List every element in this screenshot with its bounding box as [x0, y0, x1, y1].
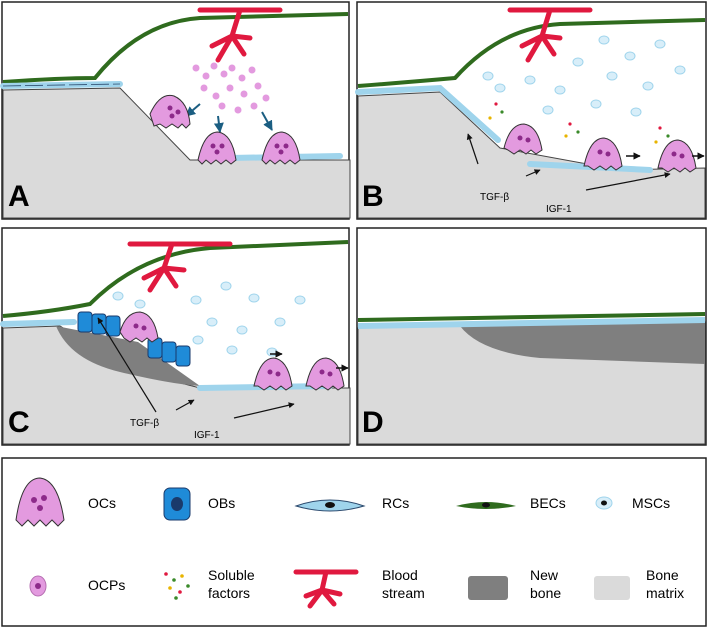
- legend-label-new: New: [530, 567, 559, 583]
- soluble-factors: [488, 102, 670, 144]
- tgf-beta-label: TGF-β: [480, 192, 509, 203]
- legend-label-stream: stream: [382, 585, 425, 601]
- osteoclast-icon: [15, 477, 65, 527]
- legend-label-rcs: RCs: [382, 495, 409, 511]
- osteoclast: [261, 131, 301, 165]
- bone-matrix-swatch: [594, 576, 630, 600]
- legend-label-ocs: OCs: [88, 495, 116, 511]
- legend-label-bone-2: Bone: [646, 567, 679, 583]
- legend-label-ocps: OCPs: [88, 577, 125, 593]
- panel-d: D: [356, 227, 707, 446]
- panel-letter: A: [8, 180, 30, 213]
- panel-letter: C: [8, 406, 30, 439]
- osteoclast: [197, 131, 237, 165]
- new-bone-swatch: [468, 576, 508, 600]
- reversal-cell-icon: [294, 499, 366, 512]
- legend-label-factors: factors: [208, 585, 250, 601]
- osteoclast: [253, 357, 293, 391]
- ocp-icon: [29, 575, 47, 597]
- panel-c: TGF-β IGF-1 C: [0, 227, 351, 446]
- blood-vessel: [197, 7, 283, 63]
- msc-cluster: [482, 35, 686, 117]
- legend-label-mscs: MSCs: [632, 495, 670, 511]
- panel-b: TGF-β IGF-1 B: [355, 1, 707, 220]
- ocp-cluster: [192, 62, 270, 114]
- new-bone-region: [56, 326, 200, 386]
- blood-vessel-icon: [293, 569, 359, 609]
- panel-letter: B: [362, 180, 384, 213]
- osteoclast: [583, 137, 623, 171]
- legend-label-obs: OBs: [208, 495, 235, 511]
- panel-a: A: [0, 1, 351, 220]
- legend-label-blood: Blood: [382, 567, 418, 583]
- legend-label-soluble: Soluble: [208, 567, 255, 583]
- osteoclast: [305, 357, 345, 391]
- osteoclast: [657, 139, 697, 173]
- legend-label-bone: bone: [530, 585, 561, 601]
- msc-cluster: [112, 281, 306, 357]
- osteoblast-icon: [163, 487, 191, 521]
- osteoclast: [119, 311, 159, 343]
- soluble-factors-icon: [164, 572, 190, 600]
- msc-icon: [595, 496, 613, 510]
- legend-label-becs: BECs: [530, 495, 566, 511]
- tgf-beta-label: TGF-β: [130, 418, 159, 429]
- legend: OCs OBs RCs BECs MSCs OCPs: [1, 457, 707, 627]
- bone-matrix: [2, 87, 351, 219]
- osteoclast: [503, 123, 543, 155]
- endothelial-lining: [2, 12, 349, 84]
- osteoclast: [149, 94, 191, 129]
- igf-1-label: IGF-1: [546, 204, 572, 215]
- igf-1-label: IGF-1: [194, 430, 220, 441]
- endothelial-cell-icon: [456, 502, 516, 509]
- panel-letter: D: [362, 406, 384, 439]
- legend-label-matrix: matrix: [646, 585, 684, 601]
